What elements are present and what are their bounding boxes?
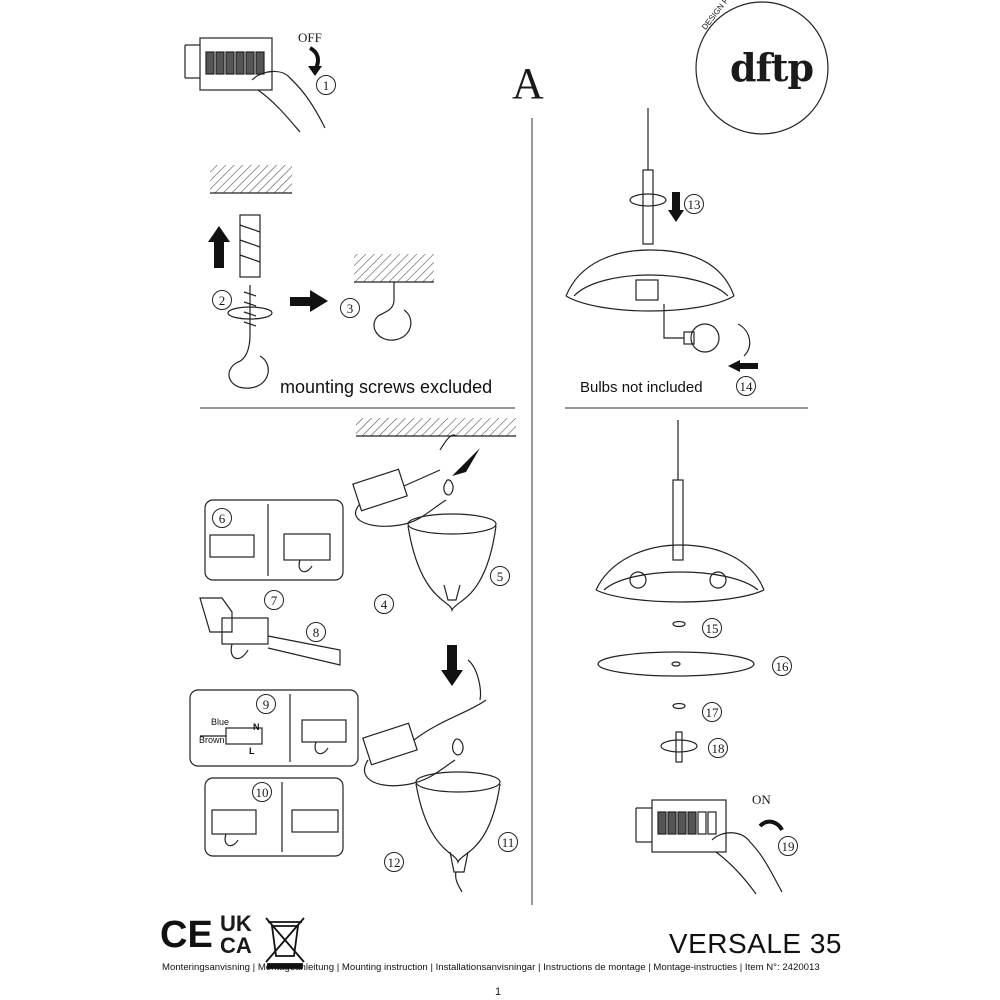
right-arrow-head-icon [310,290,328,312]
pendant-with-diffuser-illustration [595,420,765,763]
brand-logo-text: dftp [730,45,814,90]
ukca-mark-top: UK [220,911,252,936]
weee-bin-icon [265,917,305,969]
up-arrow-shaft-icon [214,240,224,268]
ukca-mark-bottom: CA [220,933,252,958]
left-arrow-icon [728,360,740,372]
canopy-wiring-illustration [352,418,516,893]
up-arrow-head-icon [208,226,230,242]
fuse-box-on-illustration [635,799,783,895]
wire-label-n: N [253,722,260,732]
mounting-screws-caption: mounting screws excluded [280,377,493,397]
step-4-badge: 4 [374,594,394,614]
step-1-badge: 1 [316,75,336,95]
step-7-badge: 7 [264,590,284,610]
wire-label-brown: Brown [199,735,225,745]
down-arrow-head-icon [668,210,684,222]
step-12-badge: 12 [384,852,404,872]
left-arrow-shaft-icon [740,363,758,369]
on-arrow-icon [758,819,784,832]
big-down-arrow-head-icon [441,670,463,686]
off-arrow-head-icon [308,66,322,76]
step-5-badge: 5 [490,566,510,586]
section-letter: A [512,59,544,108]
off-label: OFF [298,30,322,45]
page-number: 1 [495,986,502,998]
step-17-badge: 17 [702,702,722,722]
right-arrow-shaft-icon [290,297,312,306]
step-19-badge: 19 [778,836,798,856]
bulbs-caption: Bulbs not included [580,379,703,396]
diagonal-arrow-icon [452,448,480,476]
step-11-badge: 11 [498,832,518,852]
step-10-badge: 10 [252,782,272,802]
section-dividers [200,118,808,905]
step-18-badge: 18 [708,738,728,758]
wire-label-blue: Blue [211,717,230,727]
connector-detail-boxes [189,499,359,857]
step-6-badge: 6 [212,508,232,528]
instructions-line: Monteringsanvisning | Montageanleitung |… [162,962,820,973]
step-13-badge: 13 [684,194,704,214]
step-2-badge: 2 [212,290,232,310]
ce-mark: CE [160,914,213,956]
ceiling-hook-illustration [210,165,434,389]
wire-label-l: L [249,746,255,756]
pendant-with-bulb-illustration [565,108,751,357]
off-arrow-icon [308,46,320,69]
brand-logo-ring [695,1,829,135]
down-arrow-shaft-icon [672,192,680,212]
step-15-badge: 15 [702,618,722,638]
big-down-arrow-shaft-icon [447,645,457,673]
fuse-box-off-illustration [184,37,326,133]
step-14-badge: 14 [736,376,756,396]
step-3-badge: 3 [340,298,360,318]
step-8-badge: 8 [306,622,326,642]
step-16-badge: 16 [772,656,792,676]
product-name: VERSALE 35 [668,928,842,959]
step-9-badge: 9 [256,694,276,714]
on-label: ON [752,792,771,807]
